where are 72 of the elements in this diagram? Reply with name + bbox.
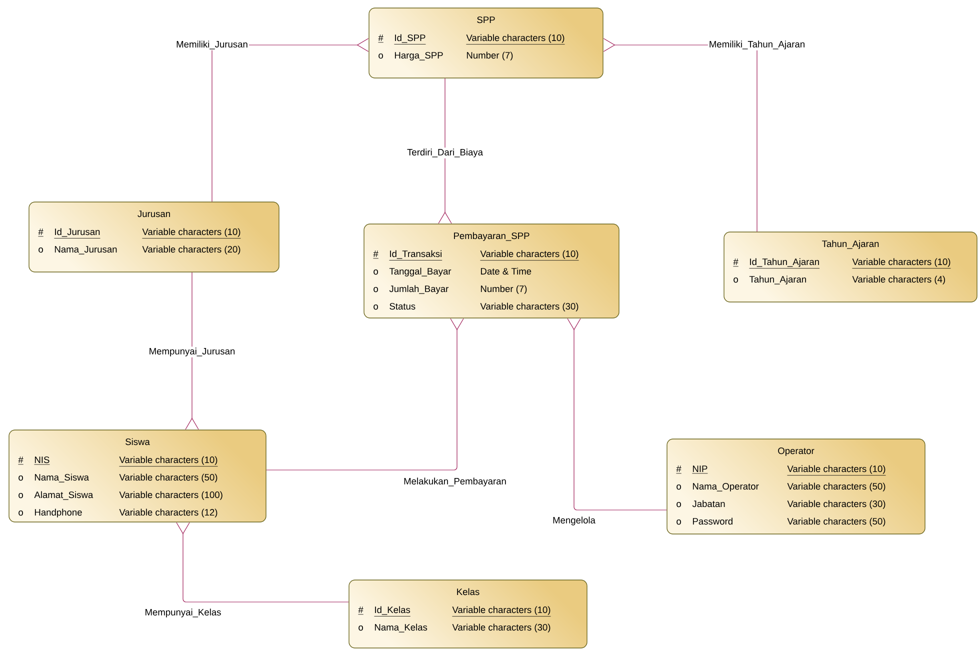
entity-box: Pembayaran_SPP # Id_Transaksi Variable characters (10) o Tanggal_Bayar Date & Time o Jumlah_Bayar Number (7) o Status Variable characters (30) (364, 224, 620, 318)
attribute-type: Variable characters (30) (452, 624, 550, 632)
attribute-type: Number (7) (480, 285, 527, 294)
entity-box: Jurusan # Id_Jurusan Variable characters (10) o Nama_Jurusan Variable characters (20) (28, 202, 280, 272)
edge-label: Mengelola (552, 516, 596, 526)
attribute-name: Tahun_Ajaran (749, 276, 806, 284)
edge-label: Mempunyai_Kelas (144, 608, 222, 618)
attribute-name: Id_Kelas (374, 606, 411, 616)
attribute-type: Variable characters (10) (142, 228, 241, 239)
attribute-type: Variable characters (50) (119, 474, 218, 482)
attribute-marker: o (734, 278, 738, 283)
attribute-name: Handphone (34, 508, 82, 518)
attribute-marker: o (676, 484, 681, 490)
attribute-marker: o (18, 476, 23, 481)
attribute-name: Harga_SPP (394, 52, 443, 60)
edge-label: Memiliki_Jurusan (175, 40, 249, 50)
relationship-line (567, 318, 667, 510)
edge-label: Terdiri_Dari_Biaya (406, 148, 484, 158)
attribute-marker: o (18, 493, 23, 498)
relationship-line (176, 522, 349, 602)
attribute-type: Variable characters (12) (119, 508, 218, 518)
attribute-name: Nama_Jurusan (54, 246, 117, 254)
attribute-type: Variable characters (30) (480, 302, 578, 312)
attribute-type: Variable characters (10) (787, 465, 886, 476)
relationship-line (266, 318, 464, 470)
attribute-type: Variable characters (50) (787, 482, 886, 492)
entity-box: SPP # Id_SPP Variable characters (10) o Harga_SPP Number (7) (368, 8, 604, 78)
attribute-type: Variable characters (10) (119, 456, 218, 467)
attribute-marker: o (676, 520, 681, 525)
entity-box: Tahun_Ajaran # Id_Tahun_Ajaran Variable characters (10) o Tahun_Ajaran Variable characters (4) (724, 232, 978, 302)
attribute-marker: o (676, 502, 681, 508)
attribute-type: Date & Time (480, 268, 532, 275)
attribute-type: Variable characters (4) (852, 276, 945, 284)
attribute-name: Status (390, 303, 416, 310)
attribute-marker: o (374, 287, 378, 292)
entity-box: Kelas # Id_Kelas Variable characters (10) o Nama_Kelas Variable characters (30) (348, 580, 588, 648)
attribute-marker: o (18, 510, 23, 516)
edge-label: Melakukan_Pembayaran (402, 476, 508, 488)
attribute-type: Variable characters (50) (787, 518, 886, 526)
attribute-type: Number (7) (466, 52, 513, 60)
attribute-name: Id_Jurusan (54, 228, 100, 238)
attribute-name: Jumlah_Bayar (389, 285, 448, 294)
attribute-name: Nama_Operator (692, 483, 759, 492)
entity-box: Operator # NIP Variable characters (10) o Nama_Operator Variable characters (50) o Jabatan Variable characters (30) o Password Variable characters (50) (666, 438, 926, 534)
attribute-name: Id_SPP (394, 34, 426, 44)
attribute-type: Variable characters (10) (480, 250, 579, 261)
attribute-name: Nama_Siswa (34, 474, 89, 482)
relationship-line (185, 272, 199, 430)
attribute-marker: o (378, 54, 383, 59)
attribute-name: Password (692, 518, 732, 525)
attribute-marker: o (358, 626, 363, 631)
attribute-name: NIS (34, 456, 50, 465)
attribute-name: Id_Tahun_Ajaran (749, 258, 820, 269)
attribute-type: Variable characters (100) (119, 491, 222, 500)
attribute-type: Variable characters (20) (142, 246, 240, 254)
attribute-type: Variable characters (10) (852, 258, 951, 269)
edge-label: Memiliki_Tahun_Ajaran (708, 40, 806, 50)
attribute-marker: o (38, 248, 43, 253)
attribute-name: NIP (692, 466, 708, 474)
attribute-name: Alamat_Siswa (34, 491, 94, 500)
attribute-marker: o (374, 304, 378, 310)
attribute-type: Variable characters (10) (466, 34, 565, 45)
entity-box: Siswa # NIS Variable characters (10) o Nama_Siswa Variable characters (50) o Alamat_Siswa Variable characters (100) o Handphone Variable characters (12) (8, 430, 266, 522)
attribute-name: Id_Transaksi (389, 250, 442, 260)
relationship-line (438, 78, 452, 224)
attribute-name: Jabatan (692, 500, 725, 508)
edge-label: Mempunyai_Jurusan (148, 346, 236, 358)
attribute-name: Nama_Kelas (374, 624, 428, 632)
attribute-type: Variable characters (10) (452, 606, 551, 617)
attribute-name: Tanggal_Bayar (389, 268, 452, 276)
attribute-marker: o (374, 270, 378, 275)
attribute-type: Variable characters (30) (787, 500, 886, 509)
